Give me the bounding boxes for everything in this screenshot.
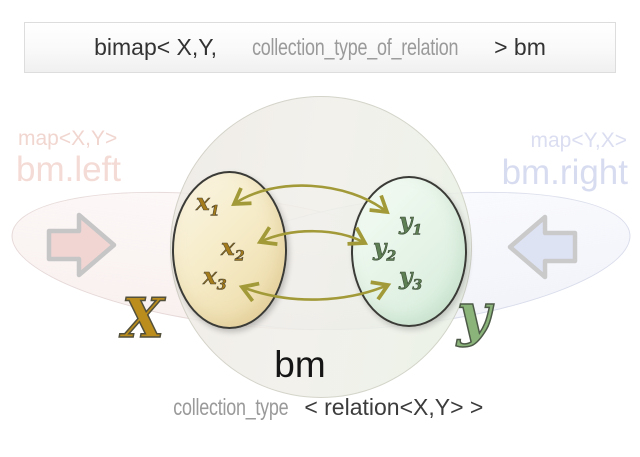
bimap-instance-label: bm: [274, 344, 326, 385]
right-map-type-label: map<Y,X>: [530, 129, 627, 152]
right-pointing-arrow-icon: [46, 212, 117, 278]
element-y1-base: y: [399, 208, 413, 235]
left-map-access-label: bm.left: [16, 150, 122, 189]
right-map-access-label: bm.right: [501, 153, 628, 192]
element-y1: y1: [399, 208, 423, 239]
left-pointing-arrow-icon: [507, 214, 578, 280]
header-prefix: bimap< X,Y,: [94, 34, 224, 60]
y-set-name-label: y: [456, 280, 491, 348]
left-map-type-label: map<X,Y>: [18, 127, 118, 150]
x-set-name-label: X: [121, 286, 164, 350]
element-y2-base: y: [373, 234, 387, 261]
right-arrow-shape: [46, 212, 117, 278]
element-y2-sub: 2: [386, 248, 397, 265]
bottom-caption-relation: < relation<X,Y> >: [304, 394, 484, 420]
bottom-caption: collection_type < relation<X,Y> >: [0, 394, 640, 421]
left-arrow-shape: [507, 214, 578, 280]
y-set-ellipse: [351, 176, 467, 327]
element-x1: x1: [196, 191, 220, 219]
bottom-caption-collection-type: collection_type: [172, 394, 289, 420]
element-x2: x2: [221, 236, 245, 264]
element-x3-sub: 3: [216, 277, 227, 294]
header-declaration-box: bimap< X,Y, collection_type_of_relation …: [24, 22, 616, 73]
element-y1-sub: 1: [412, 222, 423, 239]
header-suffix: > bm: [487, 34, 546, 60]
element-x3: x3: [203, 265, 227, 293]
element-x1-sub: 1: [209, 203, 220, 220]
element-y2: y2: [373, 234, 397, 265]
element-x2-sub: 2: [234, 248, 245, 265]
header-type-param: collection_type_of_relation: [252, 34, 459, 60]
element-x3-base: x: [203, 263, 217, 290]
element-x1-base: x: [196, 189, 210, 216]
element-x2-base: x: [221, 234, 235, 261]
element-y3-base: y: [399, 263, 413, 290]
element-y3-sub: 3: [412, 277, 423, 294]
element-y3: y3: [399, 263, 423, 294]
